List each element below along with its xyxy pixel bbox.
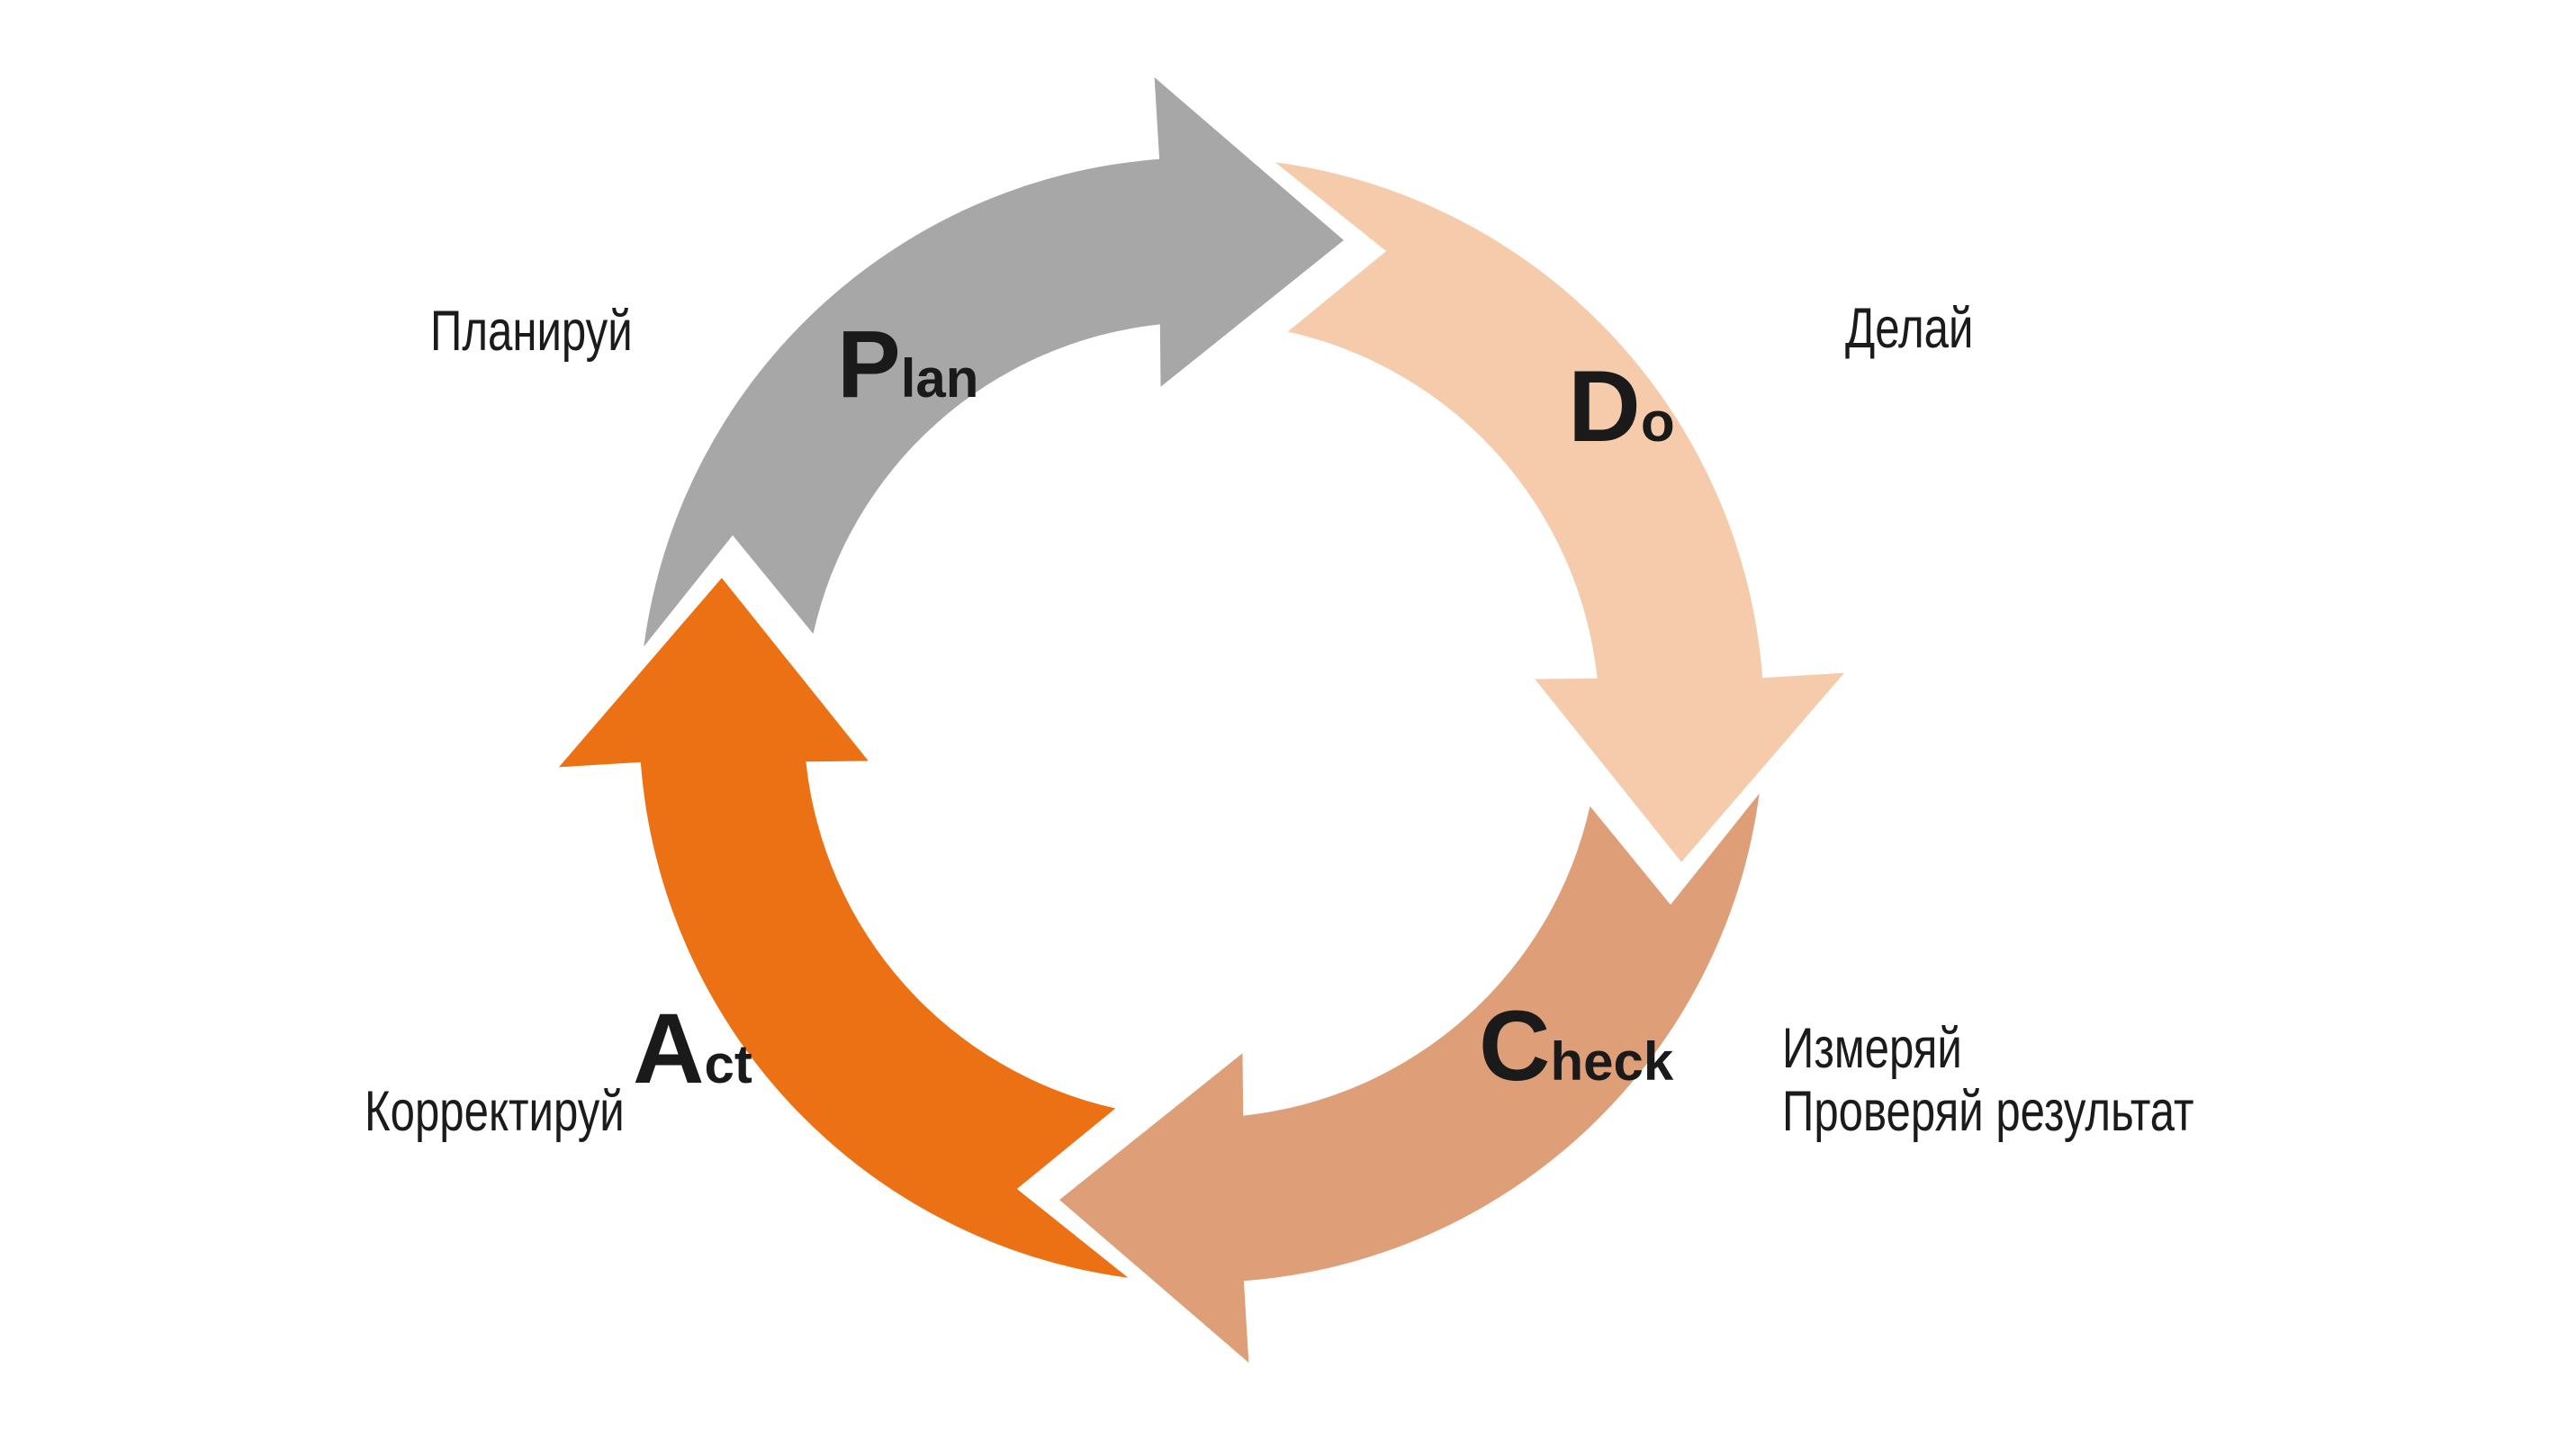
plan-letter-big: P — [837, 311, 901, 418]
do-letter-big: D — [1568, 350, 1641, 463]
do-word: Do — [1568, 356, 1675, 457]
check-letter-rest: heck — [1550, 1031, 1674, 1092]
plan-word: Plan — [837, 317, 978, 412]
plan-arc-arrow — [644, 76, 1344, 647]
act-word: Act — [633, 1000, 752, 1099]
plan-russian-label: Планируй — [430, 300, 633, 363]
act-russian-label: Корректируй — [365, 1080, 625, 1143]
plan-letter-rest: lan — [900, 348, 979, 409]
check-word: Check — [1479, 997, 1673, 1096]
do-arc-arrow — [1274, 162, 1845, 862]
do-letter-rest: o — [1640, 392, 1675, 454]
act-letter-rest: ct — [704, 1034, 752, 1094]
check-label-line1: Измеряй — [1782, 1017, 1962, 1080]
check-letter-big: C — [1479, 991, 1551, 1102]
check-arc-arrow — [1059, 793, 1760, 1364]
check-russian-label: Измеряй Проверяй результат — [1782, 1017, 2194, 1143]
act-letter-big: A — [633, 994, 705, 1104]
check-label-line2: Проверяй результат — [1782, 1080, 2194, 1143]
do-russian-label: Делай — [1845, 297, 1974, 360]
act-arc-arrow — [558, 578, 1129, 1278]
